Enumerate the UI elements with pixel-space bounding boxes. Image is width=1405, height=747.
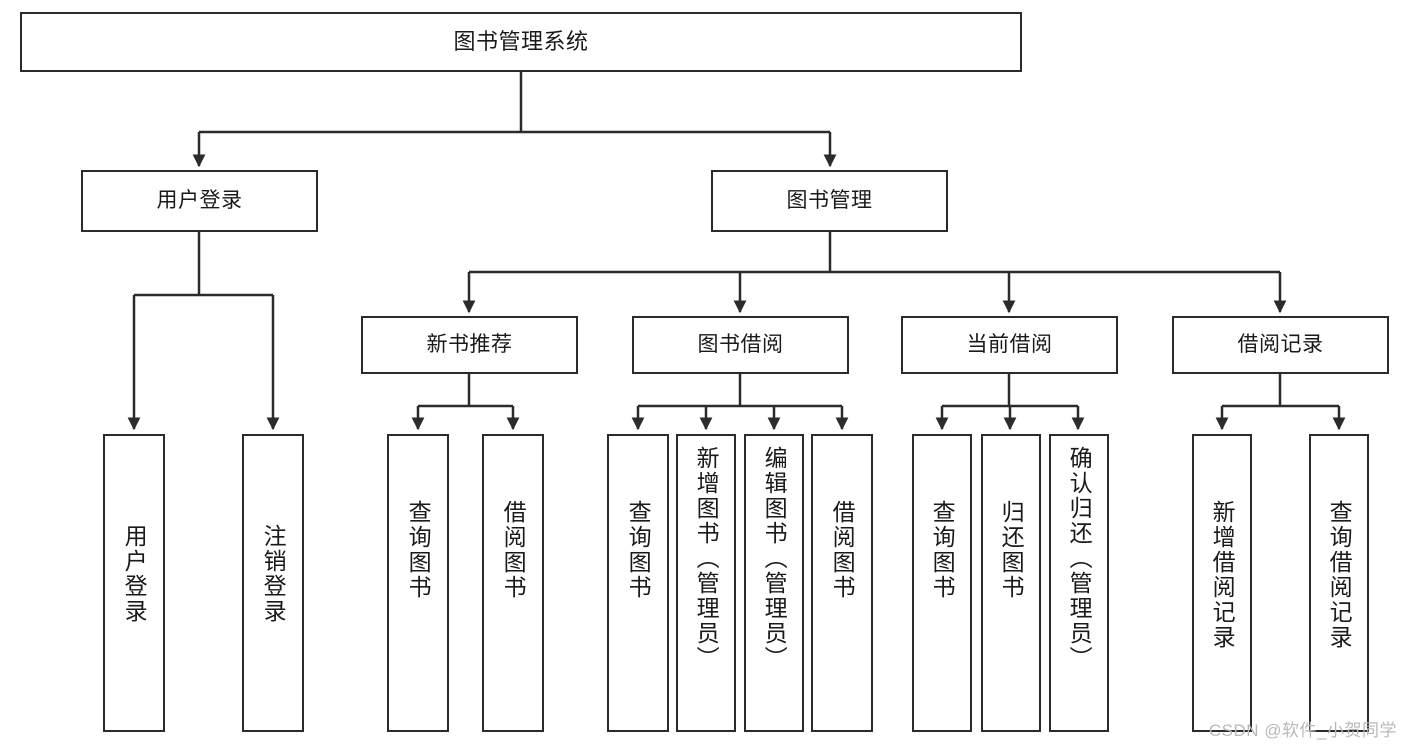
leaf-book-borrow-borrow-book[interactable]: 借阅图书 bbox=[811, 434, 873, 732]
node-label: 图书借阅 bbox=[697, 333, 784, 357]
node-label: 注销登录 bbox=[260, 524, 287, 624]
node-label: 查询图书 bbox=[405, 500, 432, 600]
node-label: 图书管理 bbox=[786, 189, 873, 213]
node-label: 用户登录 bbox=[156, 189, 243, 213]
node-current-borrow[interactable]: 当前借阅 bbox=[901, 316, 1118, 374]
node-label: 借阅图书 bbox=[500, 500, 527, 600]
node-label: 借阅记录 bbox=[1237, 333, 1324, 357]
leaf-user-login-login[interactable]: 用户登录 bbox=[103, 434, 165, 732]
node-borrow-record[interactable]: 借阅记录 bbox=[1172, 316, 1389, 374]
node-label: 新增借阅记录 bbox=[1209, 500, 1236, 650]
node-label: 归还图书 bbox=[998, 500, 1025, 600]
leaf-book-borrow-query-book[interactable]: 查询图书 bbox=[607, 434, 669, 732]
node-label: 借阅图书 bbox=[829, 500, 856, 600]
node-book-borrow[interactable]: 图书借阅 bbox=[632, 316, 849, 374]
leaf-borrow-record-add-record[interactable]: 新增借阅记录 bbox=[1192, 434, 1252, 732]
leaf-current-borrow-confirm-return[interactable]: 确认归还（管理员） bbox=[1049, 434, 1109, 732]
watermark-text: CSDN @软件_小贺同学 bbox=[1208, 721, 1397, 740]
node-label: 确认归还（管理员） bbox=[1066, 446, 1093, 671]
node-label: 当前借阅 bbox=[966, 333, 1053, 357]
leaf-new-book-query-book[interactable]: 查询图书 bbox=[387, 434, 449, 732]
node-label: 查询图书 bbox=[929, 500, 956, 600]
leaf-book-borrow-add-book[interactable]: 新增图书（管理员） bbox=[676, 434, 736, 732]
leaf-current-borrow-return-book[interactable]: 归还图书 bbox=[981, 434, 1041, 732]
node-label: 查询借阅记录 bbox=[1326, 500, 1353, 650]
leaf-book-borrow-edit-book[interactable]: 编辑图书（管理员） bbox=[744, 434, 804, 732]
node-root-system[interactable]: 图书管理系统 bbox=[20, 12, 1022, 72]
node-new-book-recommend[interactable]: 新书推荐 bbox=[361, 316, 578, 374]
node-label: 新增图书（管理员） bbox=[693, 446, 720, 671]
leaf-current-borrow-query-book[interactable]: 查询图书 bbox=[912, 434, 972, 732]
node-book-management[interactable]: 图书管理 bbox=[711, 170, 948, 232]
leaf-new-book-borrow-book[interactable]: 借阅图书 bbox=[482, 434, 544, 732]
node-label: 图书管理系统 bbox=[453, 28, 589, 54]
node-user-login[interactable]: 用户登录 bbox=[81, 170, 318, 232]
node-label: 用户登录 bbox=[121, 524, 148, 624]
leaf-borrow-record-query-record[interactable]: 查询借阅记录 bbox=[1309, 434, 1369, 732]
node-label: 编辑图书（管理员） bbox=[761, 446, 788, 671]
node-label: 查询图书 bbox=[625, 500, 652, 600]
node-label: 新书推荐 bbox=[426, 333, 513, 357]
leaf-user-login-logout[interactable]: 注销登录 bbox=[242, 434, 304, 732]
